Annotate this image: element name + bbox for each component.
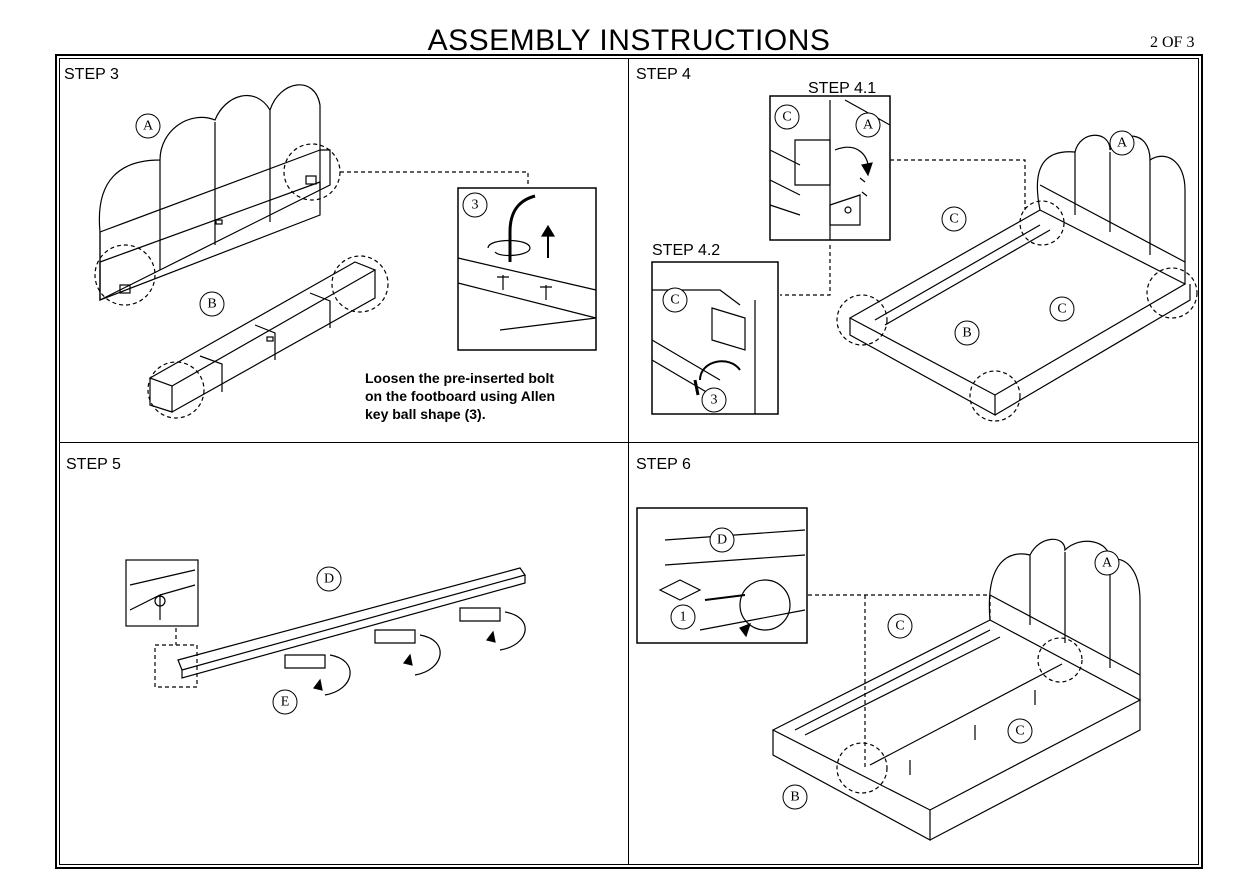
step-4-1-label: STEP 4.1 <box>808 80 877 97</box>
callout-d-step6 <box>709 527 735 553</box>
callout-a-step3 <box>135 113 161 139</box>
callout-e-step5 <box>272 689 298 715</box>
page-number: 2 OF 3 <box>1150 34 1195 51</box>
callout-a-step41 <box>855 112 881 138</box>
callout-a-text: A <box>143 119 154 134</box>
callout-b-step3 <box>199 291 225 317</box>
callout-d-text: D <box>324 572 334 587</box>
step4-1-detail-box <box>769 95 891 241</box>
step3-detail-box <box>457 187 597 351</box>
callout-a-step6 <box>1094 550 1120 576</box>
callout-c-step4-right <box>1049 296 1075 322</box>
callout-c-text: C <box>895 619 904 634</box>
callout-c-step6-right <box>1007 718 1033 744</box>
callout-3-text: 3 <box>711 393 718 408</box>
callout-c-text: C <box>1015 724 1024 739</box>
callout-d-text: D <box>717 533 727 548</box>
horizontal-divider <box>59 442 1199 443</box>
step-4-2-label: STEP 4.2 <box>652 242 721 259</box>
instruction-line-2: on the footboard using Allen <box>365 388 556 404</box>
callout-c-text: C <box>949 212 958 227</box>
callout-c-step41 <box>774 104 800 130</box>
callout-c-text: C <box>782 110 791 125</box>
outer-frame <box>55 54 1203 869</box>
step4-frame-drawing <box>780 134 1198 422</box>
callout-a-text: A <box>1102 556 1113 571</box>
instruction-line-1: Loosen the pre-inserted bolt <box>365 370 555 386</box>
callout-1-text: 1 <box>680 610 687 625</box>
callout-a-text: A <box>1117 136 1128 151</box>
step4-2-detail-box <box>651 261 779 415</box>
callout-c-step6-left <box>887 613 913 639</box>
callout-b-step4 <box>954 320 980 346</box>
callout-3-step42 <box>701 387 727 413</box>
callout-c-step4-left <box>941 206 967 232</box>
instruction-line-3: key ball shape (3). <box>365 406 486 422</box>
callout-b-text: B <box>790 790 799 805</box>
callout-b-text: B <box>207 297 216 312</box>
callout-c-step42 <box>662 287 688 313</box>
callout-b-text: B <box>962 326 971 341</box>
step5-drawing <box>125 559 526 696</box>
callout-a-step4 <box>1109 130 1135 156</box>
callout-c-text: C <box>1057 302 1066 317</box>
callout-1-step6 <box>670 604 696 630</box>
vertical-divider <box>628 58 629 865</box>
callout-a-text: A <box>863 118 874 133</box>
step-4-label: STEP 4 <box>636 66 691 83</box>
step6-drawing <box>636 507 1142 842</box>
step-3-label: STEP 3 <box>64 66 119 83</box>
callout-d-step5 <box>316 566 342 592</box>
step3-rail-drawing <box>147 219 389 419</box>
callout-e-text: E <box>281 695 290 710</box>
step-3-instruction: Loosen the pre-inserted bolt on the foot… <box>365 369 605 423</box>
step3-headboard-drawing <box>94 84 529 306</box>
callout-3-text: 3 <box>472 198 479 213</box>
callout-c-text: C <box>670 293 679 308</box>
step-6-label: STEP 6 <box>636 456 691 473</box>
callout-b-step6 <box>782 784 808 810</box>
page-title: ASSEMBLY INSTRUCTIONS <box>427 24 831 57</box>
callout-3-step3 <box>462 192 488 218</box>
step-5-label: STEP 5 <box>66 456 121 473</box>
inner-frame <box>59 58 1199 865</box>
